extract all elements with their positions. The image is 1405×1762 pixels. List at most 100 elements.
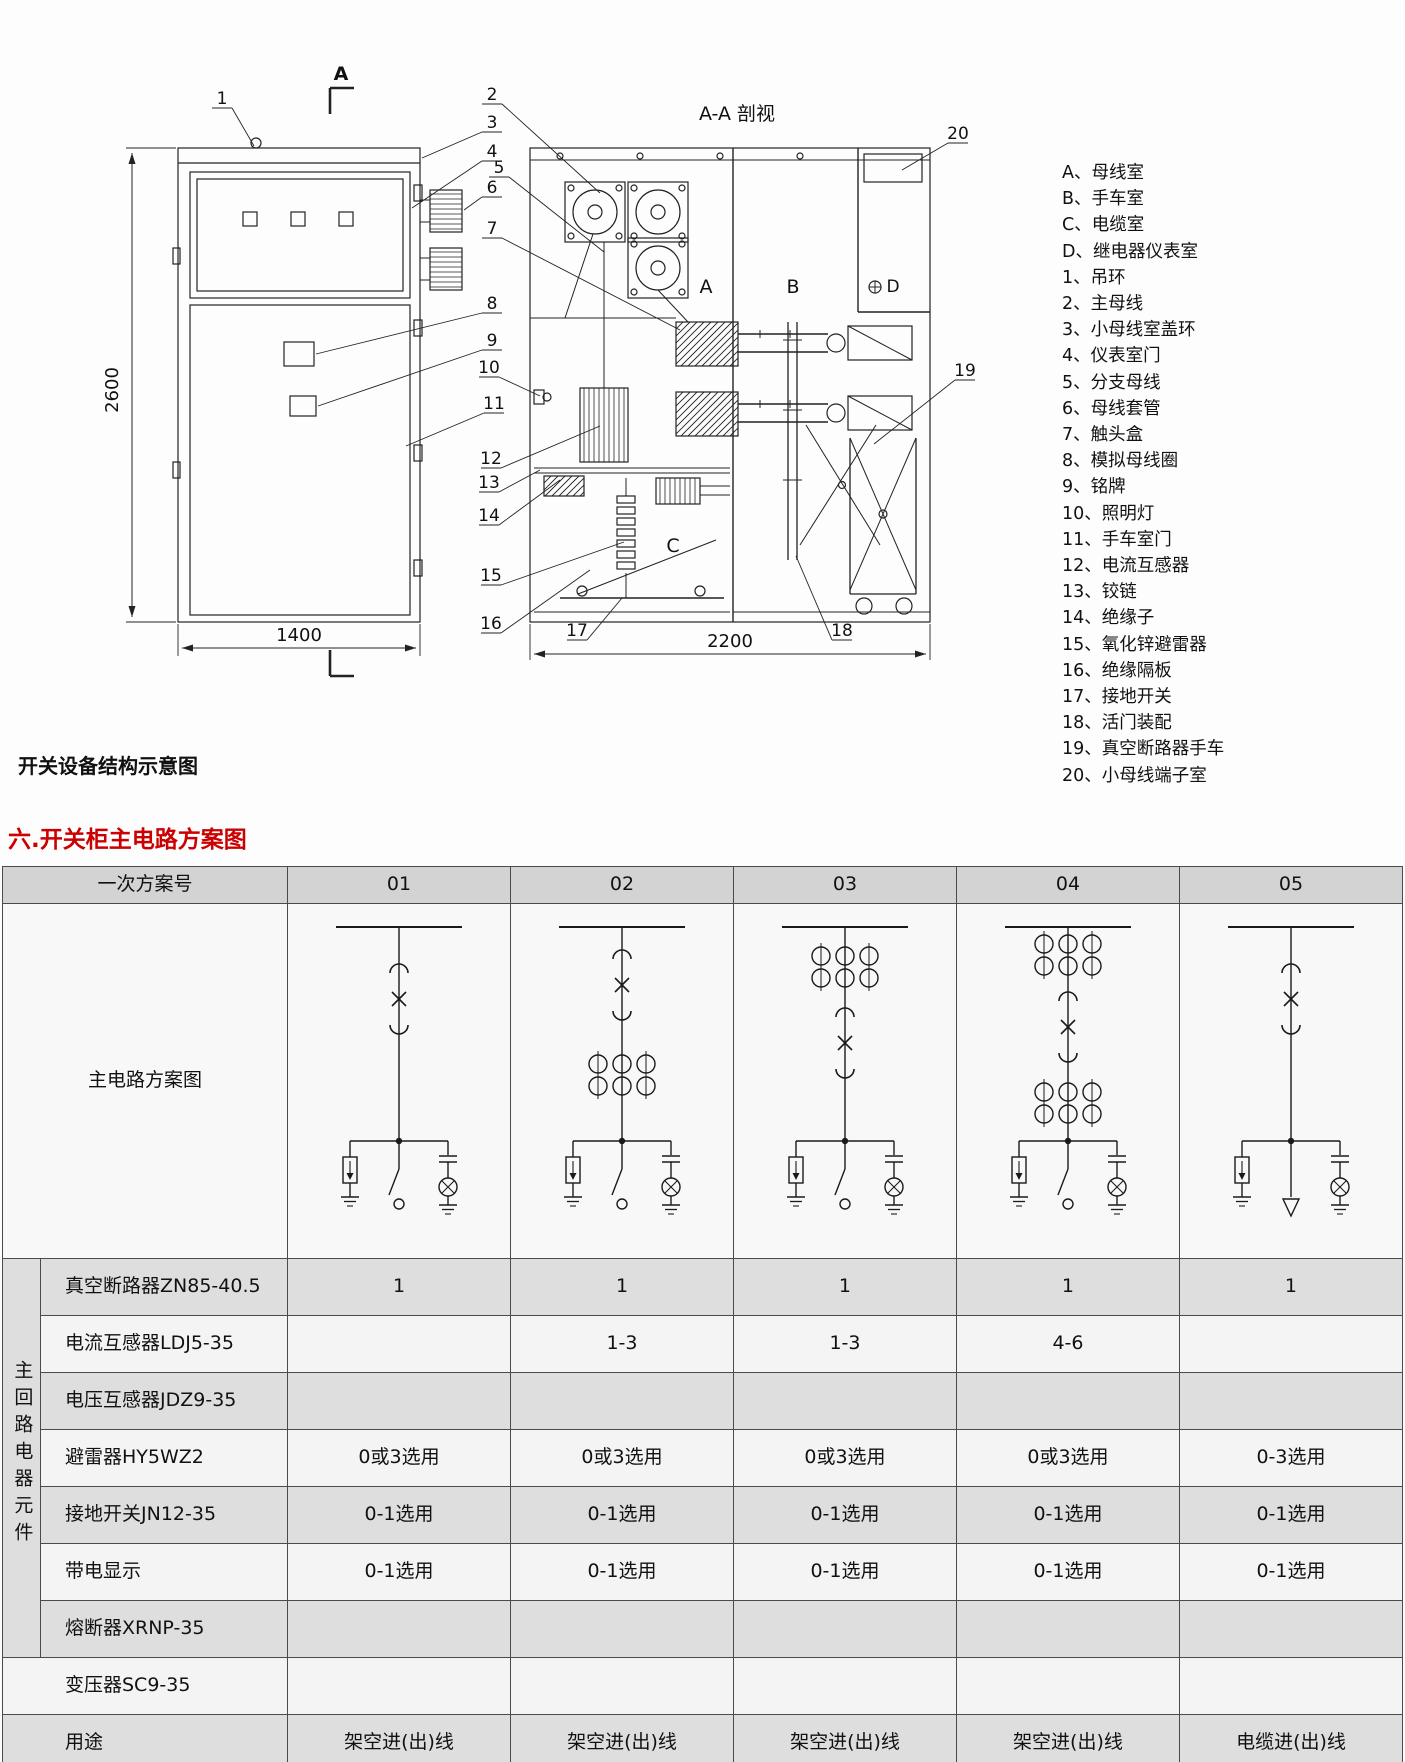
spec-cell bbox=[955, 1600, 1180, 1658]
spec-cell: 0-1选用 bbox=[732, 1543, 957, 1601]
section-view-title: A-A 剖视 bbox=[699, 103, 775, 125]
callout-number: 9 bbox=[487, 331, 498, 351]
spec-cell bbox=[955, 1372, 1180, 1430]
spec-cell: 0或3选用 bbox=[955, 1429, 1180, 1487]
component-label: 接地开关JN12-35 bbox=[39, 1486, 289, 1544]
scheme-diagram-cell-02 bbox=[510, 903, 734, 1259]
spec-cell: 0-3选用 bbox=[1178, 1429, 1404, 1487]
scheme-diagram-04 bbox=[1004, 925, 1131, 1215]
spec-cell: 架空进(出)线 bbox=[510, 1714, 734, 1762]
spec-cell: 架空进(出)线 bbox=[287, 1714, 511, 1762]
legend-item: 11、手车室门 bbox=[1062, 529, 1172, 550]
callout-number: 1 bbox=[217, 89, 228, 109]
spec-cell bbox=[510, 1600, 734, 1658]
spec-cell bbox=[732, 1372, 957, 1430]
spec-cell: 0-1选用 bbox=[287, 1486, 511, 1544]
spec-cell: 1-3 bbox=[510, 1315, 734, 1373]
group-label: 主回路电器元件 bbox=[11, 1360, 34, 1550]
spec-cell: 0-1选用 bbox=[1178, 1486, 1404, 1544]
component-label: 变压器SC9-35 bbox=[1, 1657, 289, 1715]
spec-cell: 0-1选用 bbox=[955, 1486, 1180, 1544]
spec-cell bbox=[1178, 1657, 1404, 1715]
table-row: 用途架空进(出)线架空进(出)线架空进(出)线架空进(出)线电缆进(出)线 bbox=[1, 1714, 1404, 1762]
spec-cell: 0或3选用 bbox=[510, 1429, 734, 1487]
callout-number: 8 bbox=[487, 294, 498, 314]
component-label: 用途 bbox=[1, 1714, 289, 1762]
spec-cell: 1-3 bbox=[732, 1315, 957, 1373]
callout-number: 20 bbox=[947, 124, 969, 144]
scheme-diagram-cell-01 bbox=[287, 903, 511, 1259]
spec-cell: 0或3选用 bbox=[287, 1429, 511, 1487]
legend-item: 2、主母线 bbox=[1062, 294, 1144, 315]
callout-number: 6 bbox=[487, 178, 498, 198]
component-label: 避雷器HY5WZ2 bbox=[39, 1429, 289, 1487]
legend-item: 19、真空断路器手车 bbox=[1062, 739, 1225, 760]
callout-number: 15 bbox=[480, 566, 502, 586]
component-label: 电压互感器JDZ9-35 bbox=[39, 1372, 289, 1430]
spec-cell bbox=[1178, 1315, 1404, 1373]
spec-cell bbox=[955, 1657, 1180, 1715]
scheme-diagram-cell-05 bbox=[1178, 903, 1404, 1259]
header-scheme-05: 05 bbox=[1178, 866, 1404, 904]
drawing-caption: 开关设备结构示意图 bbox=[18, 754, 198, 778]
compartment-c-label: C bbox=[666, 535, 679, 557]
callout-number: 11 bbox=[483, 394, 505, 414]
scheme-diagram-05 bbox=[1227, 925, 1354, 1218]
legend-item: 9、铭牌 bbox=[1062, 477, 1126, 498]
legend-item: 10、照明灯 bbox=[1062, 503, 1155, 524]
scheme-diagram-02 bbox=[559, 925, 685, 1215]
spec-cell bbox=[287, 1315, 511, 1373]
legend-item: 13、铰链 bbox=[1062, 582, 1137, 603]
callout-number: 12 bbox=[480, 449, 502, 469]
dim-2600: 2600 bbox=[102, 367, 123, 413]
legend-item: 4、仪表室门 bbox=[1062, 346, 1161, 367]
spec-cell: 0-1选用 bbox=[287, 1543, 511, 1601]
legend-item: 20、小母线端子室 bbox=[1062, 765, 1207, 786]
spec-cell: 0-1选用 bbox=[955, 1543, 1180, 1601]
spec-cell bbox=[287, 1600, 511, 1658]
table-row: 电压互感器JDZ9-35 bbox=[3, 1372, 1404, 1430]
spec-cell bbox=[510, 1372, 734, 1430]
legend-item: 6、母线套管 bbox=[1062, 398, 1161, 419]
scheme-diagram-cell-04 bbox=[955, 903, 1180, 1259]
spec-cell: 0-1选用 bbox=[1178, 1543, 1404, 1601]
component-label: 电流互感器LDJ5-35 bbox=[39, 1315, 289, 1373]
component-label: 带电显示 bbox=[39, 1543, 289, 1601]
spec-cell: 1 bbox=[732, 1258, 957, 1316]
dim-2200: 2200 bbox=[707, 631, 753, 652]
legend-item: 1、吊环 bbox=[1062, 267, 1126, 288]
legend-item: C、电缆室 bbox=[1062, 215, 1145, 236]
spec-cell: 0-1选用 bbox=[510, 1543, 734, 1601]
legend-item: 17、接地开关 bbox=[1062, 687, 1172, 708]
legend-item: 8、模拟母线圈 bbox=[1062, 451, 1179, 472]
legend-item: A、母线室 bbox=[1062, 163, 1144, 183]
component-label: 熔断器XRNP-35 bbox=[39, 1600, 289, 1658]
diagram-row-label: 主电路方案图 bbox=[1, 903, 289, 1259]
spec-cell bbox=[287, 1657, 511, 1715]
callout-number: 13 bbox=[478, 473, 500, 493]
spec-cell: 1 bbox=[955, 1258, 1180, 1316]
compartment-d-label: D bbox=[886, 277, 899, 297]
callout-number: 5 bbox=[494, 158, 505, 178]
header-scheme-03: 03 bbox=[732, 866, 957, 904]
compartment-a-label: A bbox=[700, 276, 713, 298]
spec-cell: 架空进(出)线 bbox=[732, 1714, 957, 1762]
legend-item: 14、绝缘子 bbox=[1062, 608, 1155, 629]
dim-1400: 1400 bbox=[276, 625, 322, 646]
spec-cell bbox=[732, 1657, 957, 1715]
legend-item: D、继电器仪表室 bbox=[1062, 241, 1198, 262]
header-scheme-01: 01 bbox=[287, 866, 511, 904]
callout-number: 19 bbox=[954, 361, 976, 381]
spec-cell bbox=[287, 1372, 511, 1430]
callout-number: 17 bbox=[566, 621, 588, 641]
section-marker-label: A bbox=[334, 63, 349, 85]
compartment-b-label: B bbox=[786, 276, 799, 298]
